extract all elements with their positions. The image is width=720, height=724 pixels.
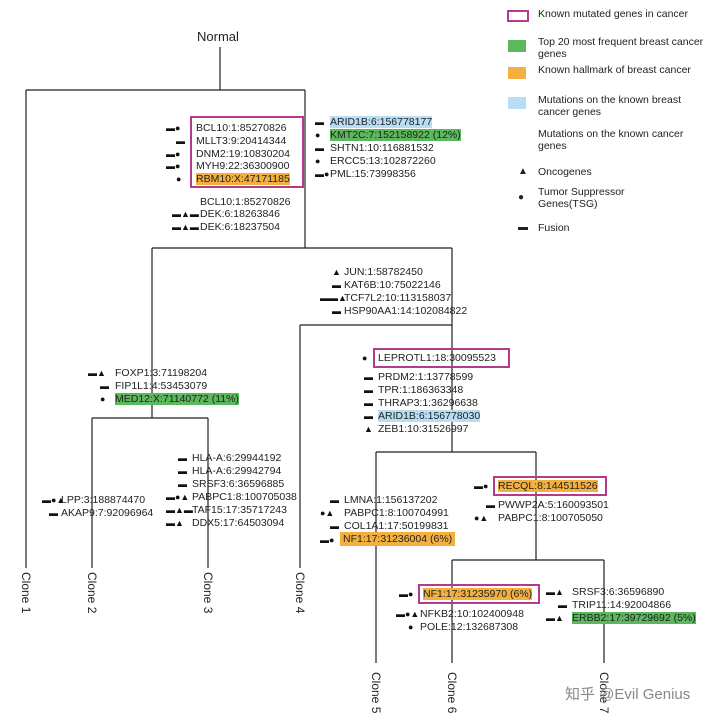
known-mutated-box bbox=[373, 348, 510, 368]
mutation-label: ARID1B:6:156778177 bbox=[330, 116, 433, 128]
legend-fusion: Fusion bbox=[538, 222, 570, 234]
legend-known-breast: Mutations on the known breast cancer gen… bbox=[538, 94, 682, 118]
legend-known-cancer: Mutations on the known cancer genes bbox=[538, 128, 684, 152]
mutation-label: BCL10:1:85270826 bbox=[196, 122, 287, 134]
legend-oncogenes: Oncogenes bbox=[538, 166, 592, 178]
mutation-label: SRSF3:6:36596885 bbox=[192, 478, 285, 490]
mutation-label: AKAP9:7:92096964 bbox=[61, 507, 154, 519]
mutation-label: SRSF3:6:36596890 bbox=[572, 586, 665, 598]
mutation-label: HSP90AA1:14:102084822 bbox=[344, 305, 468, 317]
mutation-label: HLA-A:6:29944192 bbox=[192, 452, 282, 464]
legend-known-mutated: Known mutated genes in cancer bbox=[538, 8, 689, 20]
mutation-label: ERBB2:17:39729692 (5%) bbox=[572, 612, 696, 624]
mutation-label: LPP:3:188874470 bbox=[61, 494, 146, 506]
mutation-label: POLE:12:132687308 bbox=[420, 621, 519, 633]
mutation-label: PWWP2A:5:160093501 bbox=[498, 499, 609, 511]
mutation-label: PRDM2:1:13778599 bbox=[378, 371, 474, 383]
mutation-label: LMNA:1:156137202 bbox=[344, 494, 438, 506]
known-mutated-box bbox=[418, 584, 540, 604]
mutation-label: SHTN1:10:116881532 bbox=[330, 142, 434, 154]
mutation-label: FOXP1:3:71198204 bbox=[115, 367, 208, 379]
mutation-label: MLLT3:9:20414344 bbox=[196, 135, 287, 147]
legend-box-swatch bbox=[507, 10, 529, 22]
mutation-label: NF1:17:31236004 (6%) bbox=[340, 532, 456, 546]
mutation-label: PABPC1:8:100705038 bbox=[192, 491, 297, 503]
known-mutated-box bbox=[190, 116, 304, 188]
mutation-label: KMT2C:7:152158922 (12%) bbox=[330, 129, 461, 141]
legend-tsg: Tumor Suppressor Genes(TSG) bbox=[538, 186, 625, 210]
mutation-label: MED12:X:71140772 (11%) bbox=[115, 393, 239, 405]
clone-label-5: Clone 5 bbox=[369, 672, 383, 714]
legend-orange-swatch bbox=[508, 67, 526, 79]
mutation-label: THRAP3:1:36296638 bbox=[378, 397, 478, 409]
mutation-label: PML:15:73998356 bbox=[330, 168, 416, 180]
mutation-label: ARID1B:6:156778030 bbox=[378, 410, 481, 422]
legend-blue-swatch bbox=[508, 97, 526, 109]
clone-label-6: Clone 6 bbox=[445, 672, 459, 714]
fusion-bar-icon: ▬ bbox=[518, 222, 528, 233]
known-mutated-box bbox=[493, 476, 607, 496]
mutation-label: ZEB1:10:31526997 bbox=[378, 423, 469, 435]
mutation-label: NFKB2:10:102400948 bbox=[420, 608, 524, 620]
legend-hallmark: Known hallmark of breast cancer bbox=[538, 64, 691, 76]
mutation-label: TCF7L2:10:113158037 bbox=[344, 292, 452, 304]
mutation-label: TRIP11:14:92004866 bbox=[572, 599, 672, 611]
mutation-label: NF1:17:31235970 (6%) bbox=[423, 588, 533, 600]
mutation-label: KAT6B:10:75022146 bbox=[344, 279, 441, 291]
mutation-label: DEK:6:18237504 bbox=[200, 221, 280, 233]
legend-top20: Top 20 most frequent breast cancer genes bbox=[538, 36, 704, 60]
mutation-label: FIP1L1:4:53453079 bbox=[115, 380, 208, 392]
mutation-label: DNM2:19:10830204 bbox=[196, 148, 290, 160]
clone-label-4: Clone 4 bbox=[293, 572, 307, 614]
mutation-label: TAF15:17:35717243 bbox=[192, 504, 287, 516]
circle-icon: ● bbox=[518, 192, 525, 203]
clone-label-3: Clone 3 bbox=[201, 572, 215, 614]
mutation-label: BCL10:1:85270826 bbox=[200, 196, 291, 208]
root-label: Normal bbox=[197, 29, 239, 44]
mutation-label: RECQL:8:144511526 bbox=[498, 480, 598, 492]
mutation-label: JUN:1:58782450 bbox=[344, 266, 423, 278]
triangle-icon: ▲ bbox=[518, 166, 528, 177]
mutation-label: DDX5:17:64503094 bbox=[192, 517, 285, 529]
mutation-label: LEPROTL1:18:30095523 bbox=[378, 352, 496, 364]
clone-label-2: Clone 2 bbox=[85, 572, 99, 614]
mutation-label: DEK:6:18263846 bbox=[200, 208, 280, 220]
mutation-label: RBM10:X:47171185 bbox=[196, 173, 290, 185]
mutation-label: TPR:1:186363348 bbox=[378, 384, 464, 396]
mutation-label: PABPC1:8:100705050 bbox=[498, 512, 603, 524]
mutation-label: ERCC5:13:102872260 bbox=[330, 155, 436, 167]
mutation-label: PABPC1:8:100704991 bbox=[344, 507, 449, 519]
mutation-label: HLA-A:6:29942794 bbox=[192, 465, 282, 477]
legend-green-swatch bbox=[508, 40, 526, 52]
mutation-label: MYH9:22:36300900 bbox=[196, 160, 290, 172]
watermark: 知乎 @Evil Genius bbox=[565, 686, 691, 703]
mutation-label: COL1A1:17:50199831 bbox=[344, 520, 449, 532]
clone-label-1: Clone 1 bbox=[19, 572, 33, 614]
